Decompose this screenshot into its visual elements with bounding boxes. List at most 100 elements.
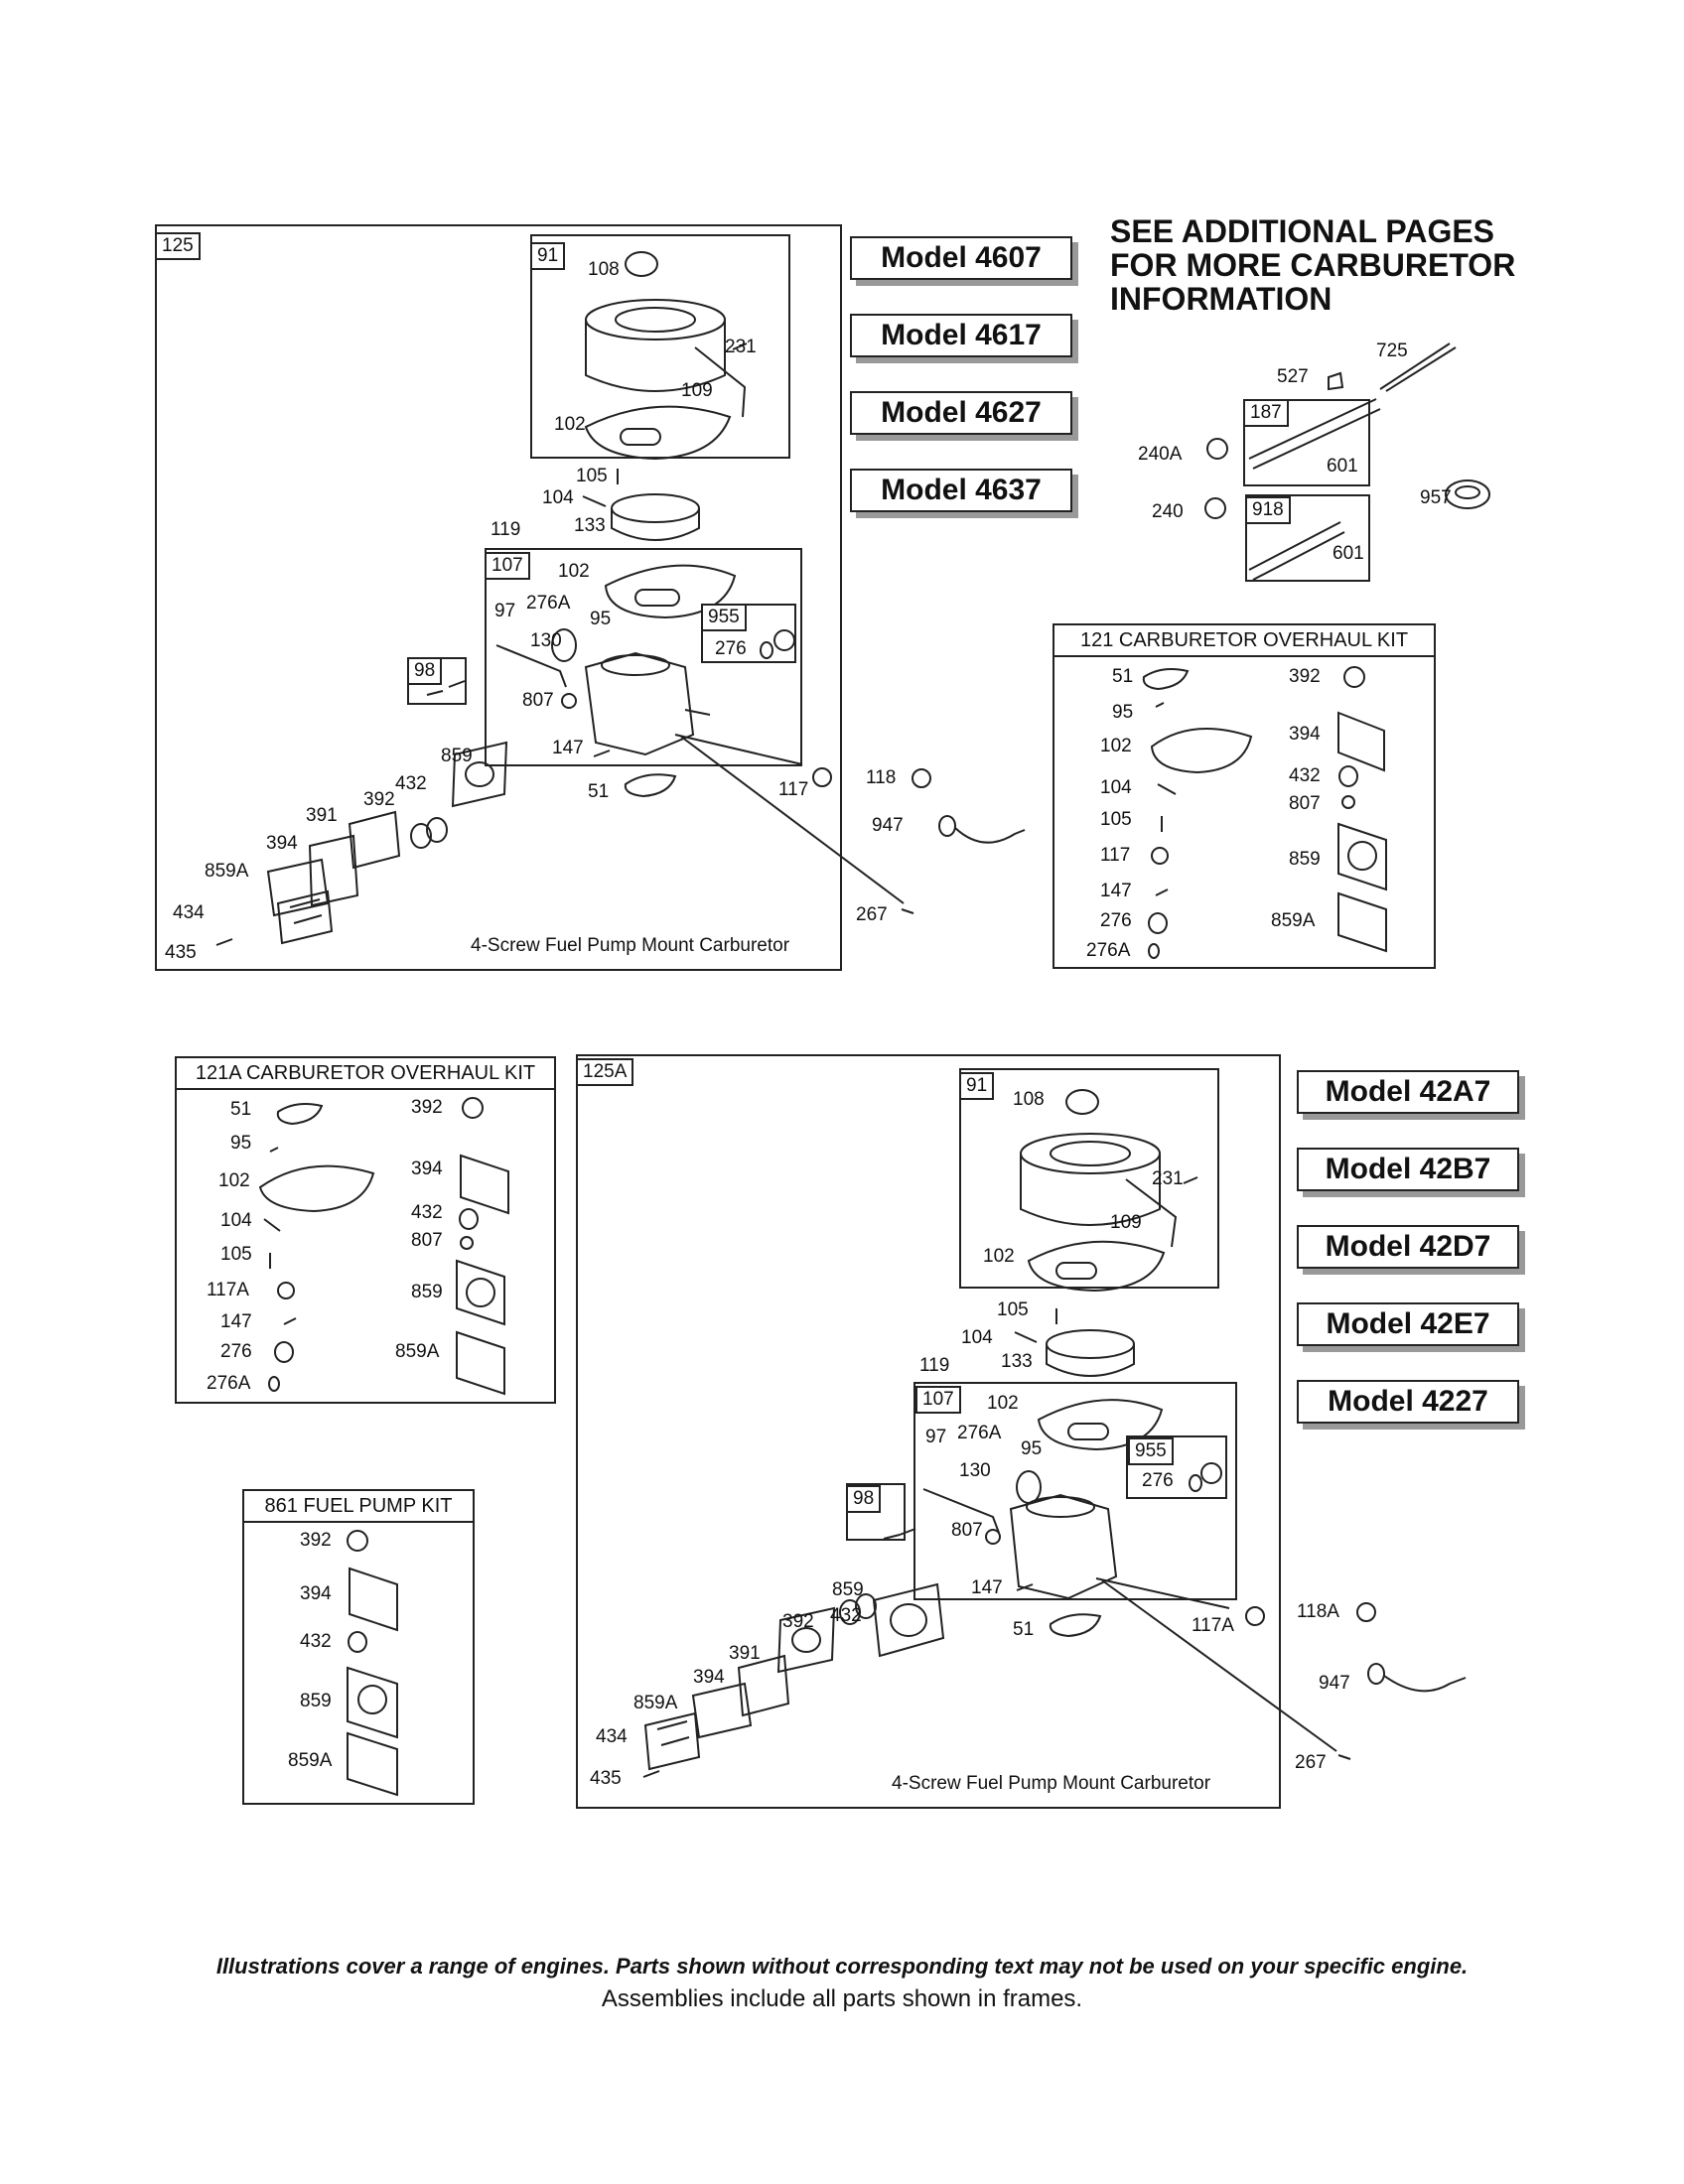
part-label: 95	[590, 609, 612, 629]
model-badge-top-3: Model 4627	[850, 391, 1072, 435]
kit-121A-part: 117A	[207, 1280, 249, 1300]
part-label: 392	[363, 789, 395, 810]
subassembly-91-frame	[530, 234, 790, 459]
part-label: 394	[693, 1667, 725, 1688]
part-label: 859A	[205, 861, 249, 882]
part-label: 859	[832, 1579, 864, 1600]
part-label: 435	[590, 1768, 622, 1789]
part-label: 102	[987, 1393, 1019, 1414]
kit-121-part: 102	[1100, 736, 1132, 756]
kit-861-part: 394	[300, 1583, 332, 1604]
kit-121-part: 394	[1289, 724, 1321, 745]
part-label: 102	[554, 414, 586, 435]
kit-121A-part: 394	[411, 1159, 443, 1179]
model-badge-bottom-4: Model 42E7	[1297, 1302, 1519, 1346]
kit-121-part: 276	[1100, 910, 1132, 931]
kit-121A-part: 51	[230, 1099, 252, 1120]
model-badge-top-2: Model 4617	[850, 314, 1072, 357]
kit-861-part: 859	[300, 1691, 332, 1711]
part-label: 117	[778, 779, 809, 800]
kit-121-part: 807	[1289, 793, 1321, 814]
model-badge-bottom-1: Model 42A7	[1297, 1070, 1519, 1114]
part-label: 435	[165, 942, 197, 963]
subassembly-187-frame	[1243, 399, 1370, 486]
notice-line-3: INFORMATION	[1110, 281, 1333, 317]
subassembly-955-frame	[701, 604, 796, 663]
part-label: 947	[1319, 1673, 1350, 1694]
model-badge-bottom-3: Model 42D7	[1297, 1225, 1519, 1269]
part-label: 434	[173, 902, 205, 923]
kit-861-part: 392	[300, 1530, 332, 1551]
kit-121A-part: 859A	[395, 1341, 440, 1362]
kit-121-part: 432	[1289, 765, 1321, 786]
kit-121-part: 859	[1289, 849, 1321, 870]
part-label: 240	[1152, 501, 1184, 522]
model-badge-top-1: Model 4607	[850, 236, 1072, 280]
part-label: 108	[588, 259, 620, 280]
part-label: 119	[491, 519, 521, 540]
part-label: 725	[1376, 341, 1408, 361]
subassembly-107-frame	[485, 548, 802, 766]
kit-121-part: 859A	[1271, 910, 1316, 931]
part-label: 391	[729, 1643, 761, 1664]
part-label: 601	[1327, 456, 1358, 477]
subassembly-91-frame	[959, 1068, 1219, 1289]
part-label: 432	[395, 773, 427, 794]
assembly-125A-frame	[576, 1054, 1281, 1809]
kit-861-frame: 861 FUEL PUMP KIT	[242, 1489, 475, 1805]
subassembly-107-tag: 107	[485, 552, 530, 580]
kit-861-part: 859A	[288, 1750, 333, 1771]
assembly-125-tag: 125	[155, 232, 201, 260]
kit-121-part: 105	[1100, 809, 1132, 830]
subassembly-187-tag: 187	[1243, 399, 1289, 427]
part-label: 392	[782, 1611, 814, 1632]
kit-121-part: 392	[1289, 666, 1321, 687]
part-label: 394	[266, 833, 298, 854]
subassembly-955-frame	[1126, 1435, 1227, 1499]
part-label: 109	[681, 380, 713, 401]
notice-line-1: SEE ADDITIONAL PAGES	[1110, 213, 1495, 249]
part-label: 231	[1152, 1168, 1184, 1189]
part-label: 95	[1021, 1438, 1043, 1459]
assembly-125-frame	[155, 224, 842, 971]
part-label: 51	[1013, 1619, 1035, 1640]
assembly-125-caption: 4-Screw Fuel Pump Mount Carburetor	[471, 935, 790, 956]
subassembly-91-tag: 91	[959, 1072, 995, 1100]
part-label: 957	[1420, 487, 1452, 508]
kit-121-part: 51	[1112, 666, 1134, 687]
kit-121A-part: 807	[411, 1230, 443, 1251]
subassembly-98-tag: 98	[846, 1485, 882, 1513]
part-label: 130	[530, 630, 562, 651]
part-label: 118A	[1297, 1601, 1339, 1622]
part-label: 276A	[957, 1423, 1002, 1443]
part-label: 51	[588, 781, 610, 802]
kit-861-title: 861 FUEL PUMP KIT	[244, 1491, 473, 1523]
part-label: 231	[725, 337, 757, 357]
subassembly-98-tag: 98	[407, 657, 443, 685]
part-label: 97	[494, 601, 516, 621]
part-label: 97	[925, 1427, 947, 1447]
footer-disclaimer: Illustrations cover a range of engines. …	[215, 1954, 1469, 1979]
kit-861-part: 432	[300, 1631, 332, 1652]
kit-121A-part: 276	[220, 1341, 252, 1362]
subassembly-955-tag: 955	[1128, 1437, 1174, 1465]
part-label: 391	[306, 805, 338, 826]
part-label: 133	[1001, 1351, 1033, 1372]
part-label: 117A	[1192, 1615, 1234, 1636]
part-label: 108	[1013, 1089, 1045, 1110]
footer-assemblies-note: Assemblies include all parts shown in fr…	[601, 1985, 1083, 2012]
kit-121A-part: 859	[411, 1282, 443, 1302]
kit-121-part: 104	[1100, 777, 1132, 798]
model-badge-top-4: Model 4637	[850, 469, 1072, 512]
subassembly-918-frame	[1245, 494, 1370, 582]
kit-121-part: 95	[1112, 702, 1134, 723]
part-label: 601	[1333, 543, 1364, 564]
kit-121A-frame: 121A CARBURETOR OVERHAUL KIT	[175, 1056, 556, 1404]
kit-121-part: 147	[1100, 881, 1132, 901]
assembly-125A-caption: 4-Screw Fuel Pump Mount Carburetor	[892, 1773, 1211, 1794]
kit-121A-title: 121A CARBURETOR OVERHAUL KIT	[177, 1058, 554, 1090]
part-label: 104	[542, 487, 574, 508]
subassembly-918-tag: 918	[1245, 496, 1291, 524]
kit-121A-part: 105	[220, 1244, 252, 1265]
